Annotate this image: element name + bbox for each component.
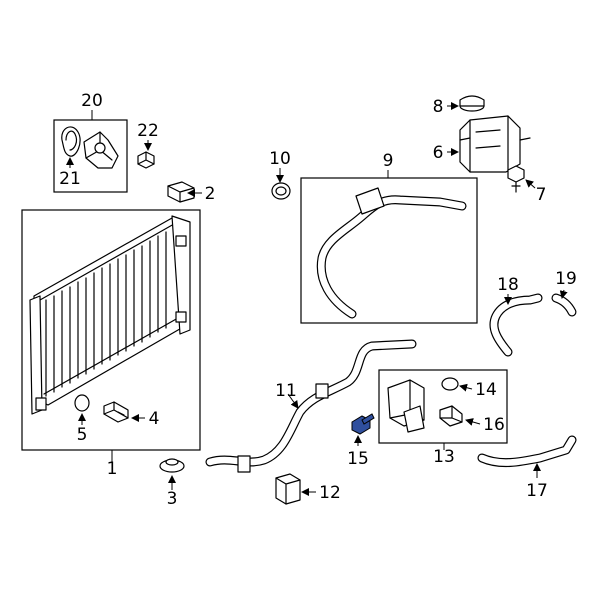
radiator-bracket[interactable]: [167, 181, 195, 203]
callout-16: 16: [483, 415, 505, 435]
bolt-15[interactable]: [351, 413, 375, 435]
o-ring-14[interactable]: [441, 377, 459, 391]
radiator[interactable]: [29, 215, 191, 415]
lower-radiator-hose[interactable]: [205, 339, 417, 473]
small-hose-19[interactable]: [551, 293, 577, 317]
connector-group-box: [378, 369, 508, 444]
o-ring-5[interactable]: [74, 394, 90, 412]
callout-21: 21: [59, 169, 81, 189]
heater-hose-18[interactable]: [489, 293, 543, 357]
hose-clamp-10[interactable]: [271, 182, 291, 200]
callout-15: 15: [347, 449, 369, 469]
thermostat-gasket[interactable]: [61, 126, 81, 157]
callout-1: 1: [107, 459, 118, 479]
callout-17: 17: [526, 481, 548, 501]
callout-11: 11: [275, 381, 297, 401]
bypass-hose[interactable]: [477, 435, 577, 468]
coolant-connector[interactable]: [387, 379, 425, 433]
thermostat-housing[interactable]: [83, 131, 119, 169]
coolant-reservoir[interactable]: [459, 115, 531, 173]
callout-2: 2: [205, 184, 216, 204]
callout-8: 8: [433, 97, 444, 117]
temp-sensor[interactable]: [439, 405, 463, 427]
callout-7: 7: [536, 185, 547, 205]
callout-18: 18: [497, 275, 519, 295]
callout-13: 13: [433, 447, 455, 467]
drain-plug[interactable]: [103, 401, 129, 423]
upper-radiator-hose[interactable]: [316, 187, 467, 319]
callout-22: 22: [137, 121, 159, 141]
callout-20: 20: [81, 91, 103, 111]
reservoir-cap[interactable]: [459, 95, 485, 112]
callout-10: 10: [269, 149, 291, 169]
callout-12: 12: [319, 483, 341, 503]
upper-hose-group-box: [300, 177, 478, 324]
radiator-group-box: [21, 209, 201, 451]
thermostat-group-box: [53, 119, 128, 193]
radiator-grommet[interactable]: [159, 458, 185, 473]
callout-5: 5: [77, 425, 88, 445]
callout-9: 9: [383, 151, 394, 171]
reservoir-bolt[interactable]: [507, 165, 525, 193]
callout-14: 14: [475, 380, 497, 400]
callout-4: 4: [149, 409, 160, 429]
thermostat-bolt[interactable]: [137, 151, 155, 169]
callout-3: 3: [167, 489, 178, 509]
callout-6: 6: [433, 143, 444, 163]
callout-19: 19: [555, 269, 577, 289]
hose-clip-12[interactable]: [275, 473, 301, 505]
